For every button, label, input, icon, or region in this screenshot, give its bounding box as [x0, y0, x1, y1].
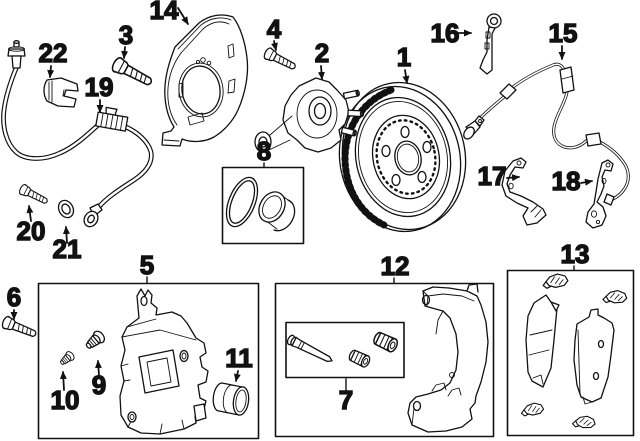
- caliper-kit-box: [37, 282, 260, 440]
- wire-sleeve: [559, 66, 575, 94]
- callout-17: 17: [478, 161, 507, 191]
- hose-top-fitting: [7, 40, 26, 69]
- brake-caliper: [119, 288, 209, 435]
- sensor-harness-bracket-18: [585, 159, 614, 229]
- callout-arrow-3: [121, 46, 129, 59]
- hub-assembly: [254, 77, 365, 153]
- seal-kit-box: [221, 166, 305, 245]
- callout-20: 20: [17, 216, 46, 246]
- callout-arrow-9: [94, 360, 102, 377]
- callout-6: 6: [7, 282, 21, 312]
- callout-13: 13: [561, 239, 590, 269]
- hose-clip: [43, 77, 79, 108]
- callout-arrow-22: [47, 65, 55, 78]
- caliper-bracket: [407, 283, 489, 433]
- brake-pad-inner: [525, 294, 560, 388]
- callout-12: 12: [381, 251, 410, 281]
- callout-7: 7: [339, 385, 353, 415]
- callout-arrow-1: [402, 69, 410, 84]
- callout-3: 3: [119, 20, 133, 50]
- banjo-bolt-20: [17, 182, 51, 208]
- guide-pin-bushing: [348, 349, 371, 368]
- hose-banjo-end: [83, 203, 103, 228]
- hose-fitting: [95, 106, 129, 132]
- piston-seal: [225, 176, 259, 228]
- guide-pin-kit-box: [285, 321, 405, 379]
- caliper-bolt-6: [0, 314, 39, 341]
- callout-10: 10: [51, 385, 80, 415]
- abs-sensor-wire: [463, 62, 630, 206]
- hose-washer: [57, 199, 75, 219]
- caliper-piston: [212, 382, 250, 416]
- callout-14: 14: [150, 0, 179, 25]
- guide-pin: [286, 334, 333, 363]
- pad-clip: [542, 273, 569, 289]
- pad-clip: [520, 402, 545, 417]
- callout-15: 15: [549, 18, 578, 48]
- callout-arrows: [10, 7, 593, 392]
- callout-9: 9: [92, 370, 106, 400]
- wear-indicator: [550, 301, 560, 312]
- callout-arrow-4: [271, 40, 278, 51]
- brake-hose: [1, 40, 154, 228]
- pad-clip: [571, 413, 597, 432]
- callout-arrow-21: [62, 226, 70, 244]
- callout-11: 11: [225, 343, 253, 373]
- callout-1: 1: [397, 42, 411, 72]
- callout-19: 19: [85, 72, 114, 102]
- wire-end-connector: [603, 193, 615, 206]
- pad-clip: [601, 288, 629, 306]
- callout-22: 22: [39, 38, 68, 68]
- callout-16: 16: [431, 18, 460, 48]
- callout-2: 2: [315, 38, 329, 68]
- callout-arrow-18: [580, 178, 593, 186]
- abs-sensor-bracket: [479, 13, 502, 75]
- callout-arrow-11: [233, 370, 241, 382]
- callout-arrow-20: [26, 205, 34, 222]
- guide-pin-boot: [373, 331, 399, 353]
- callout-21: 21: [53, 234, 82, 264]
- sensor-head: [463, 115, 485, 140]
- callout-arrow-2: [317, 65, 325, 80]
- callout-arrow-14: [177, 7, 189, 25]
- caliper-bracket-bolt-3: [109, 55, 156, 91]
- bleeder-screw: [85, 330, 106, 349]
- brake-rotor: [338, 81, 467, 233]
- callout-5: 5: [140, 250, 154, 280]
- callout-18: 18: [552, 166, 581, 196]
- callout-8: 8: [257, 136, 271, 166]
- bracket-kit-box: [274, 282, 495, 438]
- callout-arrow-17: [506, 174, 520, 182]
- splash-shield: [161, 14, 249, 147]
- piston-boot: [258, 191, 296, 232]
- wire-connector: [499, 83, 517, 100]
- pad-kit-box: [506, 269, 635, 437]
- brake-pad-outer: [573, 308, 615, 405]
- callout-4: 4: [267, 14, 282, 44]
- callout-arrow-10: [59, 371, 67, 391]
- wire-grommet: [585, 132, 602, 147]
- bleeder-cap: [60, 351, 75, 365]
- pad-guide-bracket-17: [501, 157, 547, 226]
- hub-bolt-4: [262, 46, 299, 74]
